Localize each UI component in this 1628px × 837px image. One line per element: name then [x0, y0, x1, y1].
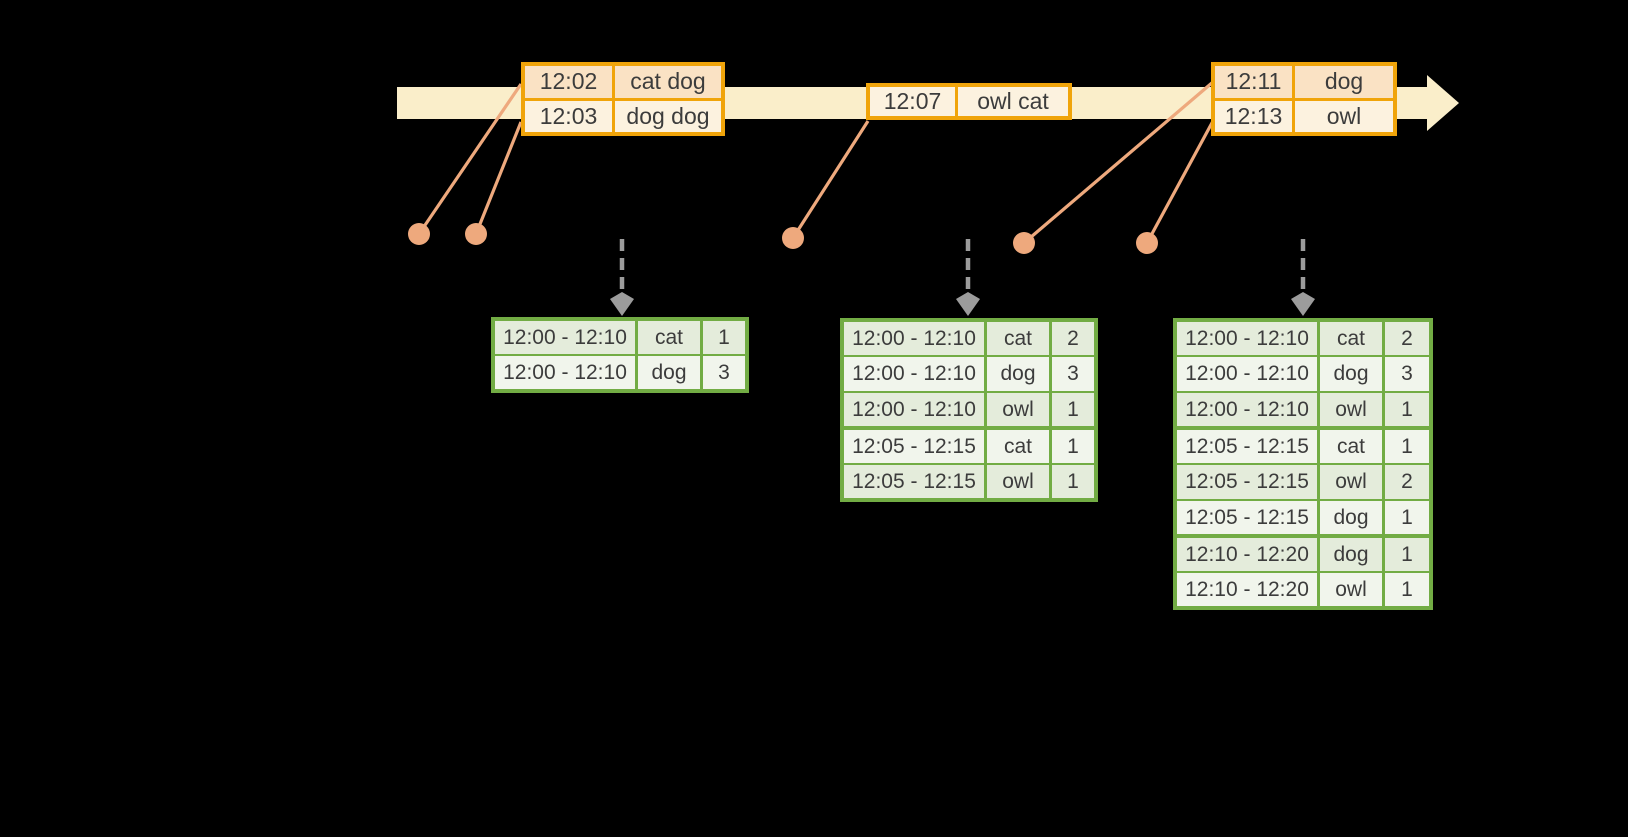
window-cell: 12:00 - 12:10 — [1173, 355, 1320, 393]
count-cell: 2 — [1382, 319, 1433, 357]
event-words-cell: owl — [1292, 97, 1397, 136]
count-cell: 1 — [1382, 426, 1433, 465]
trigger-arrowhead-icon — [1291, 292, 1315, 316]
event-dot-icon — [465, 223, 487, 245]
event-words-cell: owl cat — [955, 83, 1072, 120]
word-cell: cat — [984, 426, 1052, 465]
count-cell: 3 — [700, 354, 749, 392]
word-cell: cat — [984, 319, 1052, 357]
event-time-cell: 12:11 — [1211, 62, 1295, 101]
window-cell: 12:00 - 12:10 — [491, 354, 638, 392]
word-cell: dog — [1317, 355, 1385, 393]
count-cell: 1 — [700, 318, 749, 356]
word-cell: owl — [984, 391, 1052, 429]
window-cell: 12:05 - 12:15 — [1173, 426, 1320, 465]
connector-line — [791, 120, 870, 239]
window-cell: 12:00 - 12:10 — [840, 391, 987, 429]
event-dot-icon — [1136, 232, 1158, 254]
window-cell: 12:00 - 12:10 — [840, 355, 987, 393]
window-cell: 12:00 - 12:10 — [1173, 391, 1320, 429]
count-cell: 1 — [1049, 426, 1098, 465]
connector-line — [474, 121, 523, 235]
word-cell: owl — [1317, 463, 1385, 501]
count-cell: 1 — [1382, 571, 1433, 609]
count-cell: 1 — [1049, 463, 1098, 501]
word-cell: owl — [1317, 391, 1385, 429]
count-cell: 1 — [1382, 391, 1433, 429]
window-cell: 12:05 - 12:15 — [1173, 463, 1320, 501]
count-cell: 2 — [1382, 463, 1433, 501]
connector-line — [1022, 80, 1215, 245]
count-cell: 3 — [1382, 355, 1433, 393]
window-cell: 12:05 - 12:15 — [840, 463, 987, 501]
word-cell: owl — [984, 463, 1052, 501]
window-cell: 12:00 - 12:10 — [840, 319, 987, 357]
word-cell: cat — [1317, 319, 1385, 357]
connector-line — [1145, 120, 1215, 244]
event-words-cell: dog — [1292, 62, 1397, 101]
window-cell: 12:10 - 12:20 — [1173, 571, 1320, 609]
event-dot-icon — [782, 227, 804, 249]
event-time-cell: 12:07 — [866, 83, 958, 120]
event-words-cell: dog dog — [612, 97, 725, 136]
word-cell: dog — [1317, 499, 1385, 537]
word-cell: dog — [984, 355, 1052, 393]
event-dot-icon — [408, 223, 430, 245]
count-cell: 2 — [1049, 319, 1098, 357]
word-cell: dog — [635, 354, 703, 392]
word-cell: dog — [1317, 534, 1385, 573]
word-cell: owl — [1317, 571, 1385, 609]
window-cell: 12:10 - 12:20 — [1173, 534, 1320, 573]
word-cell: cat — [1317, 426, 1385, 465]
window-cell: 12:00 - 12:10 — [491, 318, 638, 356]
event-time-cell: 12:02 — [521, 62, 615, 101]
count-cell: 1 — [1382, 534, 1433, 573]
connector-line — [417, 83, 523, 235]
window-cell: 12:05 - 12:15 — [1173, 499, 1320, 537]
count-cell: 3 — [1049, 355, 1098, 393]
timeline-arrowhead-icon — [1427, 75, 1459, 131]
event-dot-icon — [1013, 232, 1035, 254]
count-cell: 1 — [1382, 499, 1433, 537]
count-cell: 1 — [1049, 391, 1098, 429]
window-cell: 12:05 - 12:15 — [840, 426, 987, 465]
window-cell: 12:00 - 12:10 — [1173, 319, 1320, 357]
trigger-arrowhead-icon — [956, 292, 980, 316]
event-time-cell: 12:03 — [521, 97, 615, 136]
word-cell: cat — [635, 318, 703, 356]
event-words-cell: cat dog — [612, 62, 725, 101]
event-time-cell: 12:13 — [1211, 97, 1295, 136]
trigger-arrowhead-icon — [610, 292, 634, 316]
